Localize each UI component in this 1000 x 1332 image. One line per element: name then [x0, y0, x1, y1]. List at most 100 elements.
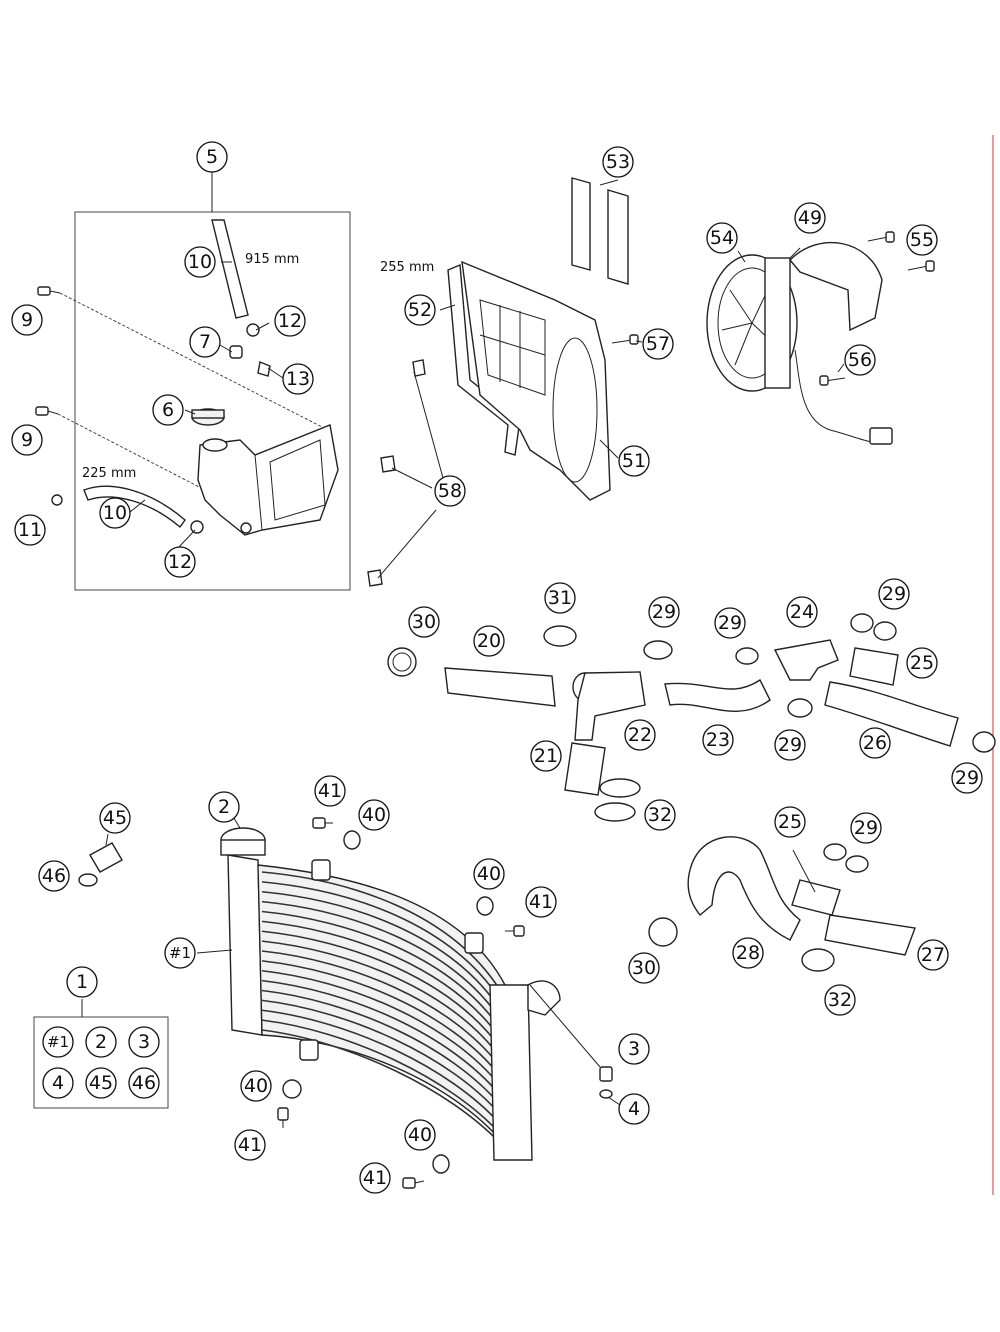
clamp-29-h — [845, 855, 869, 873]
callout-40-a: 40 — [358, 799, 390, 831]
svg-text:46: 46 — [42, 865, 66, 887]
fitting-7 — [229, 345, 243, 359]
svg-text:6: 6 — [162, 399, 174, 421]
svg-text:25: 25 — [910, 652, 934, 674]
clamp-29-c — [787, 698, 813, 718]
svg-text:29: 29 — [778, 734, 802, 756]
svg-text:58: 58 — [438, 480, 462, 502]
svg-text:56: 56 — [848, 349, 872, 371]
clamp-31 — [543, 625, 577, 647]
svg-text:2: 2 — [95, 1031, 107, 1053]
callout-25-upper: 25 — [906, 647, 938, 679]
svg-text:40: 40 — [408, 1124, 432, 1146]
grommet-40-b — [476, 896, 494, 916]
callout-5: 5 — [196, 141, 228, 173]
callout-29-b: 29 — [714, 607, 746, 639]
fitting-13 — [257, 361, 271, 377]
hose-28 — [687, 836, 801, 941]
svg-text:41: 41 — [318, 780, 342, 802]
svg-text:#1: #1 — [169, 944, 191, 962]
radiator-fin — [261, 950, 501, 1067]
callout-52: 52 — [404, 294, 436, 326]
radiator-fin — [261, 1019, 501, 1134]
svg-text:57: 57 — [646, 333, 670, 355]
hose-26 — [824, 681, 959, 747]
svg-text:3: 3 — [628, 1038, 640, 1060]
clamp-30-upper — [387, 647, 417, 677]
svg-text:54: 54 — [710, 227, 734, 249]
callout-11: 11 — [14, 514, 46, 546]
svg-text:52: 52 — [408, 299, 432, 321]
svg-text:29: 29 — [854, 817, 878, 839]
svg-text:46: 46 — [132, 1072, 156, 1094]
screw-lower — [35, 406, 59, 416]
kit-callout-2: 2 — [85, 1026, 117, 1058]
callout-6: 6 — [152, 394, 184, 426]
dim-255: 255 mm — [380, 260, 434, 275]
svg-text:12: 12 — [278, 310, 302, 332]
clamp-29-d — [850, 613, 874, 633]
svg-text:11: 11 — [18, 519, 42, 541]
dim-915: 915 mm — [245, 252, 299, 267]
svg-text:9: 9 — [21, 429, 33, 451]
radiator-fin — [261, 1009, 501, 1125]
svg-text:5: 5 — [206, 146, 218, 168]
sleeve-21 — [564, 742, 606, 796]
svg-text:25: 25 — [778, 811, 802, 833]
svg-text:29: 29 — [882, 583, 906, 605]
callout-29-c: 29 — [878, 578, 910, 610]
callout-54: 54 — [706, 222, 738, 254]
bolt-41-d — [402, 1177, 425, 1189]
expansion-tank — [197, 424, 339, 536]
drain-washer — [599, 1089, 613, 1099]
pipe-27 — [824, 914, 916, 956]
callout-2: 2 — [208, 791, 240, 823]
callout-9-lower: 9 — [11, 424, 43, 456]
svg-text:41: 41 — [238, 1134, 262, 1156]
radiator-left-tank — [227, 854, 263, 1036]
svg-text:29: 29 — [652, 601, 676, 623]
svg-text:24: 24 — [790, 601, 814, 623]
kit-callout-46: 46 — [128, 1067, 160, 1099]
callout-26: 26 — [859, 727, 891, 759]
clamp-29-b — [735, 647, 759, 665]
svg-text:29: 29 — [955, 767, 979, 789]
sleeve-25-lower — [791, 879, 841, 916]
hose-20 — [444, 667, 556, 707]
callout-hash1: #1 — [164, 937, 196, 969]
callout-29-f: 29 — [850, 812, 882, 844]
clamp-29-f — [972, 731, 996, 753]
callout-41-a: 41 — [314, 775, 346, 807]
callout-9-upper: 9 — [11, 304, 43, 336]
fan-cable — [794, 349, 873, 443]
hose-long — [211, 219, 249, 319]
air-duct — [461, 260, 611, 501]
ring-32-c — [801, 948, 835, 972]
callout-57: 57 — [642, 328, 674, 360]
temp-sensor — [89, 842, 123, 873]
radiator-group — [33, 817, 613, 1189]
radiator-fin — [261, 979, 501, 1096]
radiator-fin — [261, 890, 501, 1010]
callout-13: 13 — [282, 363, 314, 395]
clamp-30-lower — [648, 917, 678, 947]
o-ring — [78, 873, 98, 887]
svg-text:9: 9 — [21, 309, 33, 331]
clip-a — [412, 359, 426, 377]
radiator-fins — [261, 871, 501, 1144]
radiator-fin — [261, 900, 501, 1020]
callout-49: 49 — [794, 202, 826, 234]
expansion-tank-group — [35, 172, 351, 591]
svg-text:55: 55 — [910, 229, 934, 251]
callout-40-c: 40 — [240, 1070, 272, 1102]
callout-4-right: 4 — [618, 1093, 650, 1125]
bolt-41-b — [505, 925, 525, 937]
radiator-fin — [261, 999, 501, 1115]
bolt-41-c — [277, 1107, 289, 1128]
svg-text:26: 26 — [863, 732, 887, 754]
clip-b — [380, 455, 396, 473]
svg-text:28: 28 — [736, 942, 760, 964]
svg-text:4: 4 — [52, 1072, 64, 1094]
radiator-fin — [261, 871, 501, 991]
callout-30-upper: 30 — [408, 606, 440, 638]
